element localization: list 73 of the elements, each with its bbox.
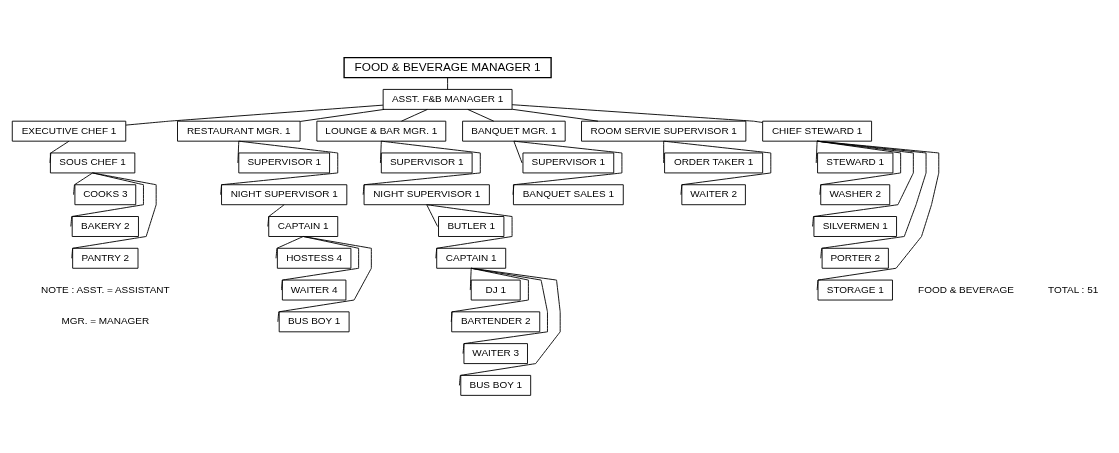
label: TOTAL : 51: [1048, 283, 1099, 295]
connector: [73, 172, 94, 196]
node-box: BANQUET SALES 1: [512, 184, 624, 206]
connector: [816, 140, 902, 196]
connector: [220, 140, 339, 196]
connector: [362, 140, 481, 196]
node-box: SUPERVISOR 1: [238, 152, 331, 174]
connector: [447, 77, 449, 90]
connector: [299, 108, 385, 122]
connector: [812, 140, 914, 227]
connector: [663, 140, 772, 196]
connector: [49, 140, 70, 164]
node-box: PANTRY 2: [72, 247, 139, 269]
node-box: SOUS CHEF 1: [49, 152, 136, 174]
node-box: CHIEF STEWARD 1: [762, 120, 873, 142]
connector: [281, 236, 360, 291]
node-box: DJ 1: [470, 279, 521, 301]
node-box: FOOD & BEVERAGE MANAGER 1: [343, 56, 552, 79]
node-box: PORTER 2: [821, 247, 889, 269]
node-box: RESTAURANT MGR. 1: [177, 120, 301, 142]
node-box: ROOM SERVIE SUPERVISOR 1: [581, 120, 747, 142]
node-box: BANQUET MGR. 1: [462, 120, 566, 142]
connector: [511, 104, 763, 123]
node-box: WAITER 3: [463, 343, 528, 365]
connector: [71, 172, 157, 259]
connector: [458, 267, 561, 386]
node-box: BUS BOY 1: [278, 311, 350, 333]
node-box: NIGHT SUPERVISOR 1: [221, 184, 348, 206]
connector: [511, 108, 599, 122]
node-box: STORAGE 1: [817, 279, 893, 301]
connector: [816, 140, 940, 291]
connector: [125, 104, 384, 126]
node-box: SUPERVISOR 1: [522, 152, 615, 174]
connector: [512, 140, 623, 196]
connector: [401, 109, 428, 122]
node-box: COOKS 3: [74, 184, 137, 206]
connector: [469, 267, 472, 291]
connector: [467, 109, 495, 122]
node-box: HOSTESS 4: [276, 247, 352, 269]
node-box: BUTLER 1: [438, 216, 505, 237]
node-box: WAITER 4: [281, 279, 347, 301]
connector: [450, 267, 529, 323]
connector: [267, 204, 285, 227]
node-box: ORDER TAKER 1: [664, 152, 764, 174]
connector: [426, 204, 439, 227]
connector: [816, 140, 927, 259]
node-box: BARTENDER 2: [451, 311, 541, 333]
connector: [70, 172, 144, 227]
node-box: CAPTAIN 1: [268, 216, 339, 237]
connector: [237, 140, 240, 164]
node-box: BAKERY 2: [71, 216, 139, 237]
label: NOTE : ASST. = ASSISTANT: [41, 283, 170, 295]
node-box: STEWARD 1: [817, 152, 894, 174]
label: FOOD & BEVERAGE: [918, 283, 1014, 295]
node-box: BUS BOY 1: [460, 374, 532, 396]
node-box: ASST. F&B MANAGER 1: [382, 88, 513, 110]
connector: [379, 140, 382, 164]
node-box: NIGHT SUPERVISOR 1: [363, 184, 490, 206]
node-box: WAITER 2: [681, 184, 746, 206]
connector: [815, 140, 818, 164]
node-box: LOUNGE & BAR MGR. 1: [316, 120, 447, 142]
connector: [663, 140, 665, 164]
node-box: EXECUTIVE CHEF 1: [11, 120, 127, 142]
node-box: CAPTAIN 1: [436, 247, 507, 269]
connector: [277, 236, 372, 323]
connector: [275, 236, 304, 259]
label: MGR. = MANAGER: [61, 315, 150, 327]
node-box: WASHER 2: [820, 184, 891, 206]
connector: [462, 267, 548, 355]
connector: [426, 204, 513, 259]
node-box: SUPERVISOR 1: [380, 152, 473, 174]
node-box: SILVERMEN 1: [813, 216, 897, 237]
connector: [513, 140, 523, 164]
